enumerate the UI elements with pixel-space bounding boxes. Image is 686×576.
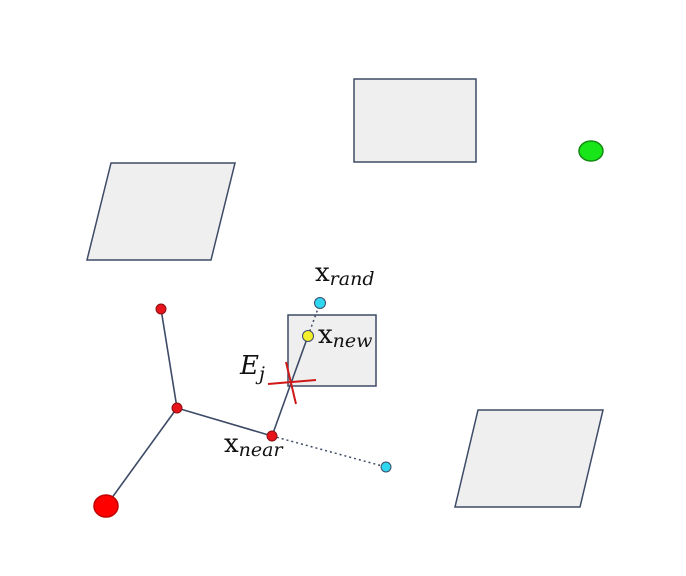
tree-edge: [105, 407, 178, 507]
start-node: [93, 494, 119, 518]
goal-node: [578, 140, 604, 162]
x-near-node: [266, 430, 278, 442]
tree-node: [155, 303, 167, 315]
dotted-guide-near-to-second-sample: [271, 435, 387, 468]
obstacle-right-parallelogram: [454, 409, 604, 508]
second-random-sample-node: [380, 461, 392, 473]
x-rand-node: [314, 297, 326, 309]
label-x-rand: xrand: [315, 258, 374, 290]
label-x-near: xnear: [224, 429, 284, 461]
obstacle-top-rectangle: [353, 78, 477, 163]
label-x-new: xnew: [318, 320, 372, 352]
tree-node: [171, 402, 183, 414]
collision-cross: [267, 361, 317, 405]
tree-edge: [176, 407, 273, 437]
label-e-j: Ej: [239, 351, 265, 385]
obstacle-left-parallelogram: [86, 162, 236, 261]
x-new-node: [302, 330, 314, 342]
tree-edge: [160, 308, 178, 409]
extension-edge: [271, 335, 309, 437]
